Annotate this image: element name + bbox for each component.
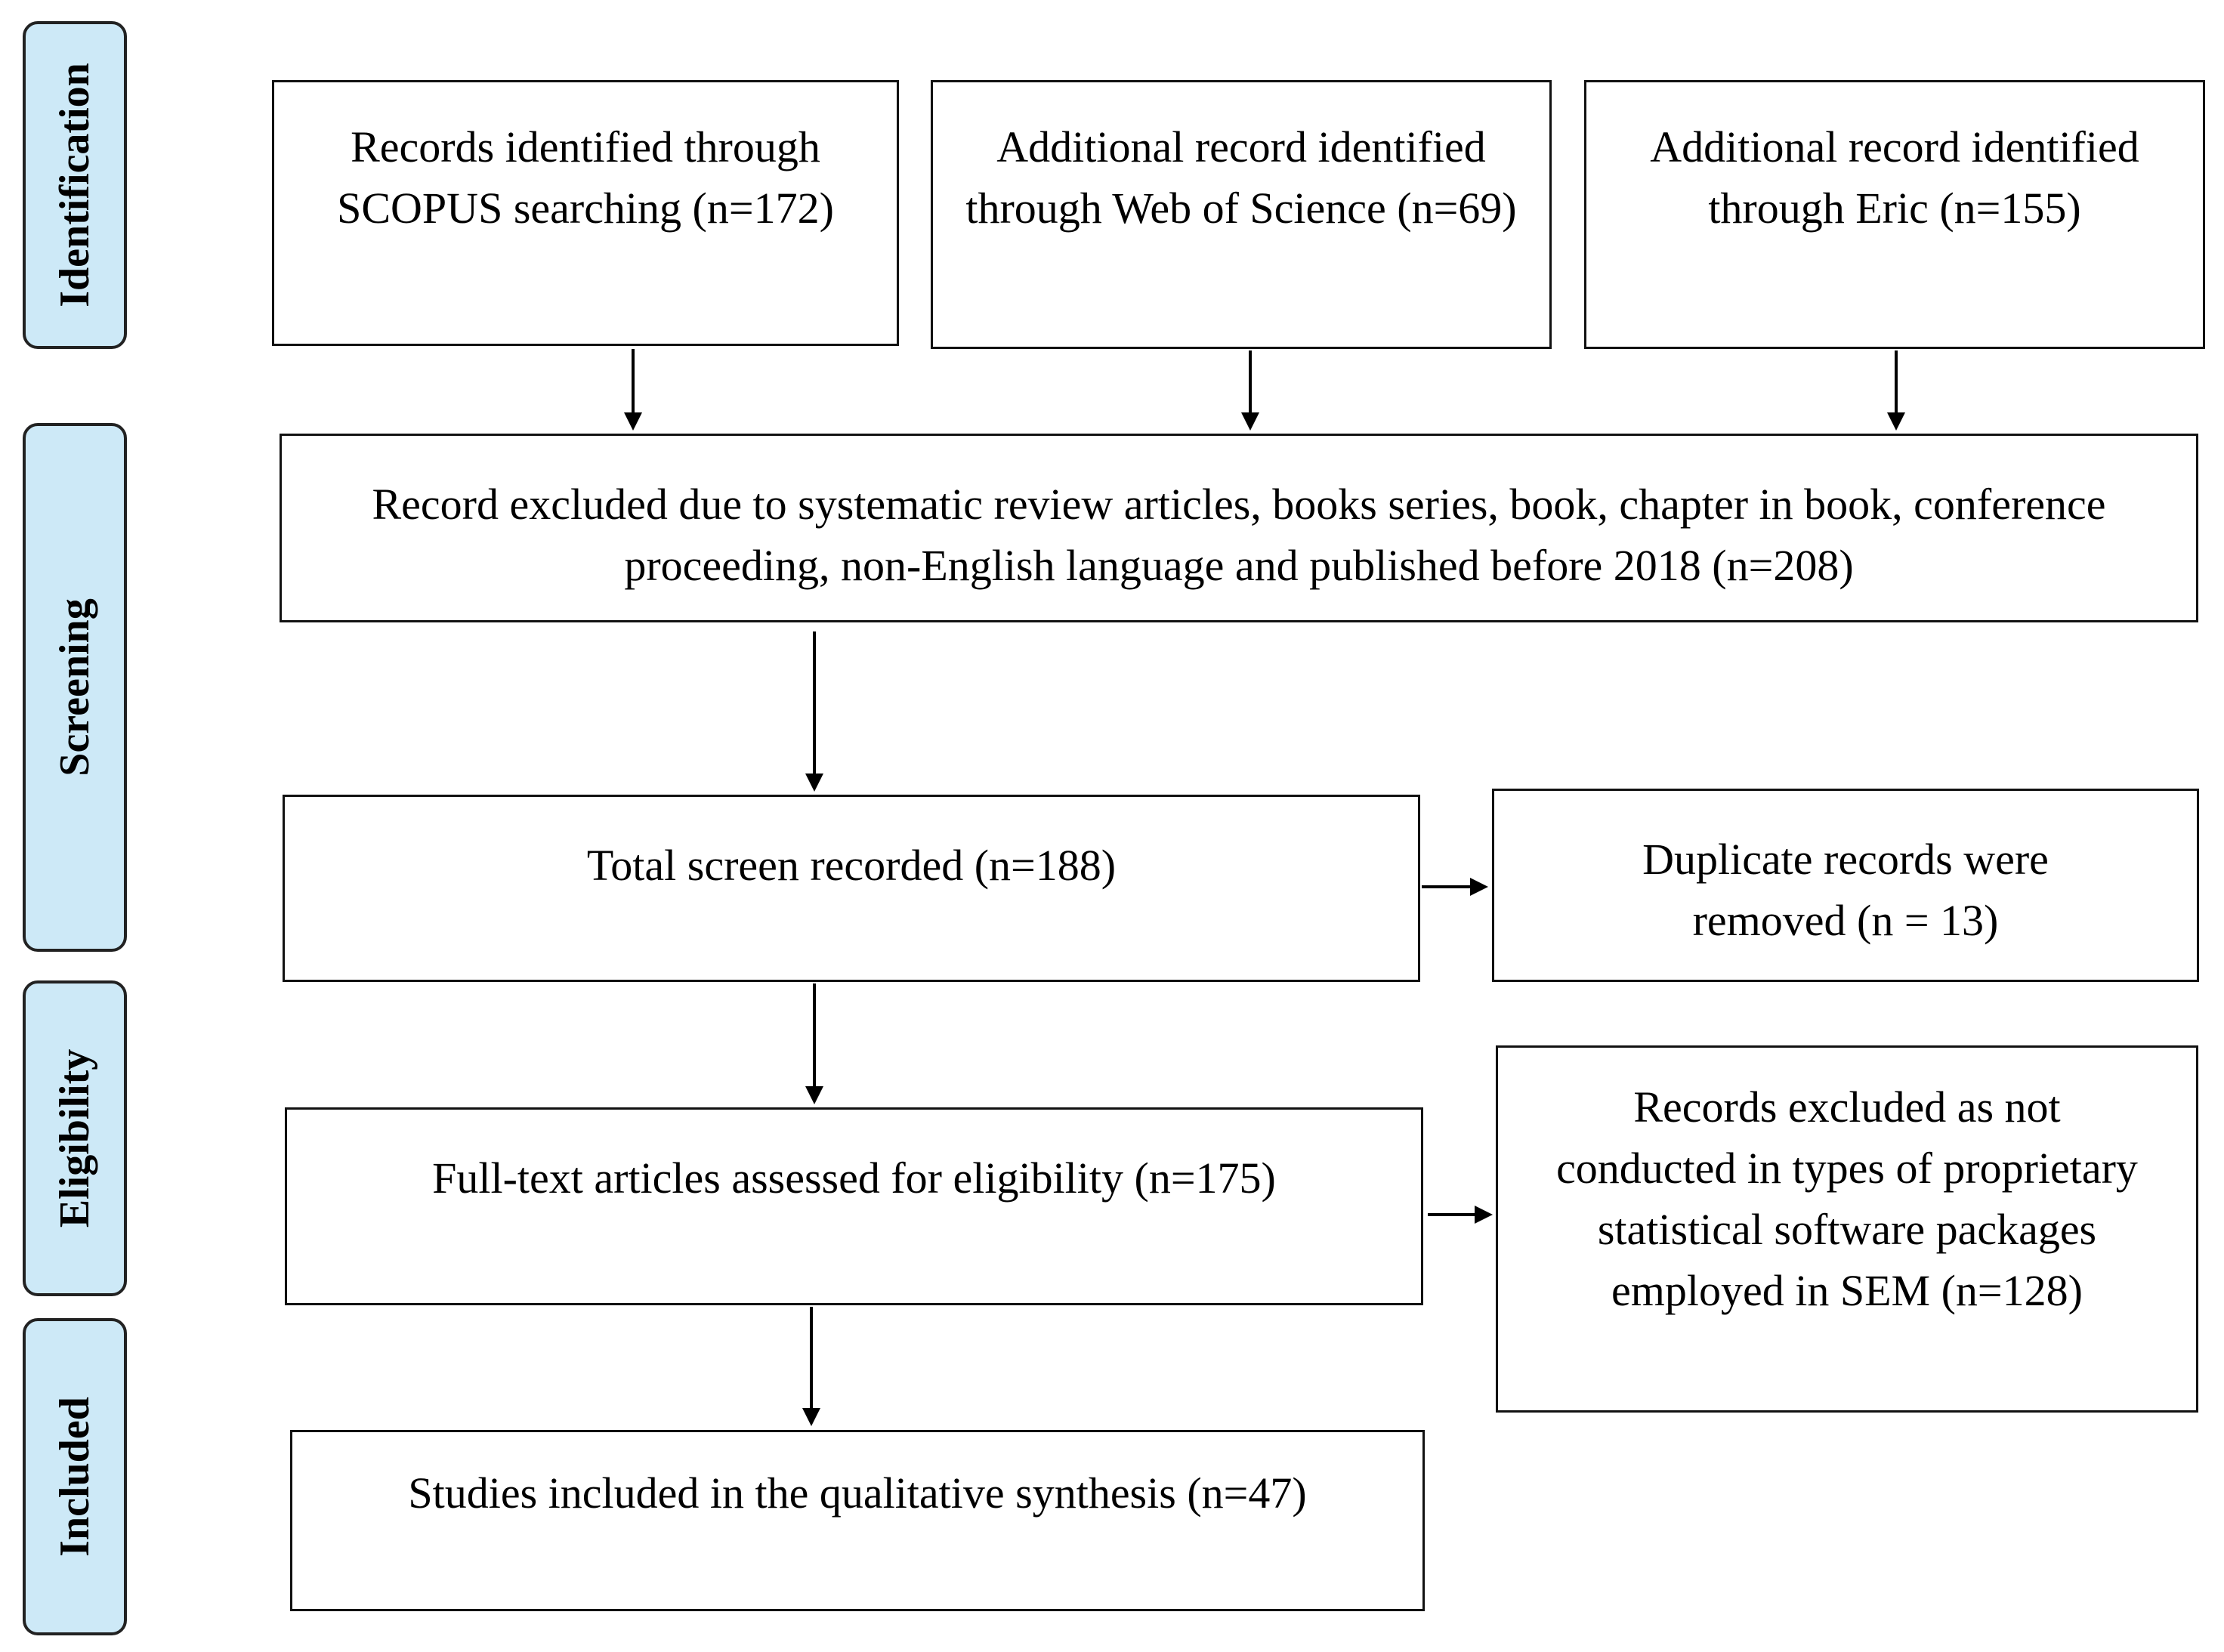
screening-excluded-text: Record excluded due to systematic review… bbox=[372, 480, 2106, 590]
total-screened-box: Total screen recorded (n=188) bbox=[283, 795, 1420, 982]
stage-label-identification-text: Identification bbox=[51, 63, 98, 307]
duplicates-removed-box: Duplicate records were removed (n = 13) bbox=[1492, 789, 2199, 982]
total-screened-text: Total screen recorded (n=188) bbox=[586, 841, 1117, 890]
full-text-assessed-text: Full-text articles assessed for eligibil… bbox=[432, 1153, 1276, 1203]
eligibility-excluded-text: Records excluded as not conducted in typ… bbox=[1556, 1082, 2138, 1315]
stage-label-included: Included bbox=[23, 1318, 127, 1635]
web-of-science-records-box: Additional record identified through Web… bbox=[931, 80, 1552, 349]
duplicates-removed-text: Duplicate records were removed (n = 13) bbox=[1642, 835, 2049, 945]
eligibility-excluded-box: Records excluded as not conducted in typ… bbox=[1496, 1045, 2198, 1413]
scopus-records-text: Records identified through SCOPUS search… bbox=[337, 122, 834, 233]
eric-records-text: Additional record identified through Eri… bbox=[1650, 122, 2139, 233]
scopus-records-box: Records identified through SCOPUS search… bbox=[272, 80, 899, 346]
stage-label-eligibility-text: Eligibility bbox=[51, 1048, 98, 1228]
stage-label-eligibility: Eligibility bbox=[23, 980, 127, 1296]
screening-excluded-box: Record excluded due to systematic review… bbox=[280, 434, 2198, 622]
stage-label-screening-text: Screening bbox=[51, 598, 98, 777]
stage-label-included-text: Included bbox=[51, 1397, 98, 1557]
stage-label-identification: Identification bbox=[23, 21, 127, 349]
eric-records-box: Additional record identified through Eri… bbox=[1584, 80, 2205, 349]
studies-included-text: Studies included in the qualitative synt… bbox=[408, 1468, 1307, 1518]
full-text-assessed-box: Full-text articles assessed for eligibil… bbox=[285, 1107, 1423, 1305]
stage-label-screening: Screening bbox=[23, 423, 127, 952]
web-of-science-records-text: Additional record identified through Web… bbox=[965, 122, 1517, 233]
studies-included-box: Studies included in the qualitative synt… bbox=[290, 1430, 1425, 1611]
